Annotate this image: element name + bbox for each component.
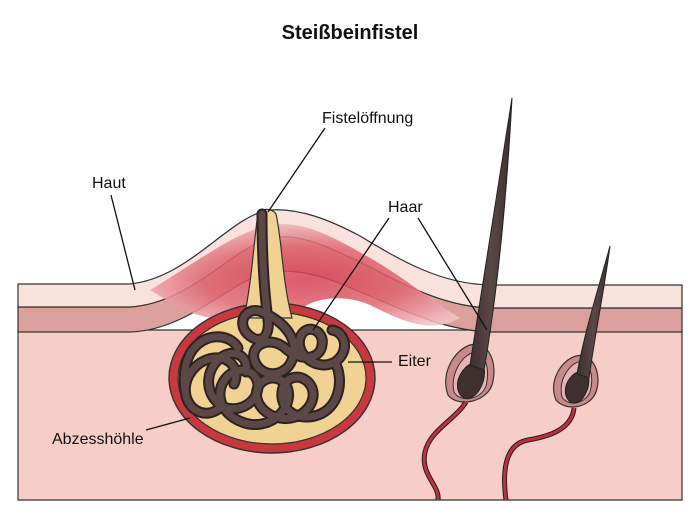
- label-haut: Haut: [92, 175, 126, 192]
- diagram-title: Steißbeinfistel: [281, 22, 419, 44]
- leader-haar-cavity: [312, 217, 390, 331]
- inflammation-zone: [150, 224, 460, 326]
- hair-bulb-1: [456, 361, 485, 399]
- leader-haar-follicle: [417, 217, 488, 331]
- label-eiter: Eiter: [398, 353, 431, 370]
- hair-shaft-1: [469, 97, 513, 371]
- label-haar: Haar: [388, 199, 423, 216]
- hair-follicle-2: [502, 245, 611, 501]
- label-abszesshoehle: Abzesshöhle: [52, 431, 144, 448]
- label-fisteloeffnung: Fistelöffnung: [322, 110, 414, 127]
- hair-follicle-1: [421, 97, 513, 501]
- leader-lines: [110, 127, 488, 431]
- leader-haut: [110, 194, 136, 291]
- coiled-hair: [178, 208, 350, 431]
- hair-shaft-2: [576, 245, 611, 379]
- leader-abszesshoehle: [145, 417, 191, 431]
- leader-fisteloeffnung: [267, 127, 326, 213]
- hair-bulb-2: [564, 370, 590, 404]
